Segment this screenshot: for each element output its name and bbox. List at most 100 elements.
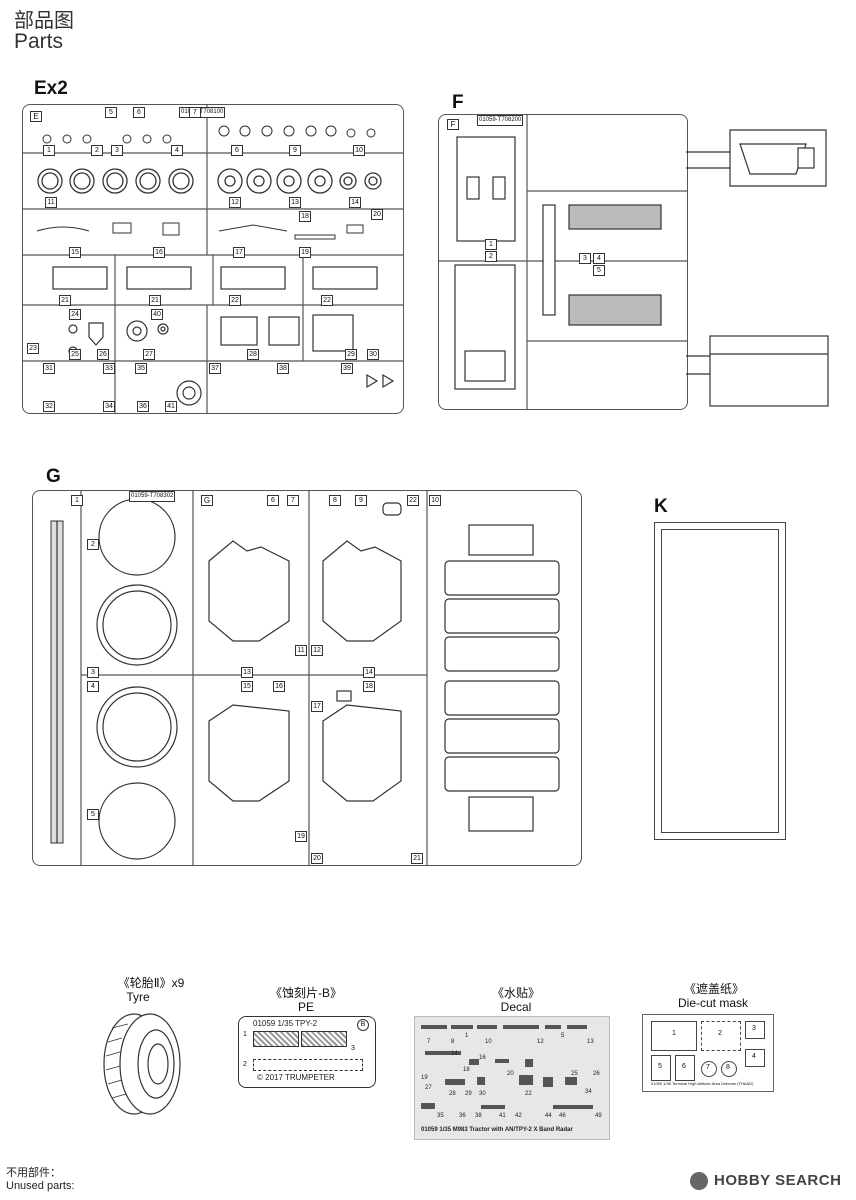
mask-piece-8: 8 (721, 1061, 737, 1077)
part-number: 17 (233, 247, 245, 258)
pe-mesh-2 (301, 1031, 347, 1047)
pe-num-3: 3 (351, 1045, 355, 1052)
pe-strip (253, 1059, 363, 1071)
part-number: 3 (87, 667, 99, 678)
part-number: 4 (593, 253, 605, 264)
decal-number: 18 (463, 1067, 470, 1073)
pe-num-1: 1 (243, 1031, 247, 1038)
sprue-f-corner: F (447, 119, 459, 130)
part-number: 6 (231, 145, 243, 156)
mask-caption: 01059 1/35 Terminal High Altitude Area D… (651, 1081, 754, 1086)
part-number: 23 (27, 343, 39, 354)
part-number: 22 (321, 295, 333, 306)
sprue-ex2-code: 01059-T708100 (179, 107, 226, 118)
part-number: 41 (165, 401, 177, 412)
sprue-ex2: E 01059-T708100 1 2 3 4 5 6 7 9 10 6 11 … (22, 104, 404, 414)
part-number: 11 (295, 645, 307, 656)
mask-num: 7 (706, 1064, 710, 1071)
part-number: 5 (87, 809, 99, 820)
mask-num: 3 (752, 1025, 756, 1032)
sprue-ex2-runners (23, 105, 403, 413)
pe-mesh-1 (253, 1031, 299, 1047)
sprue-f-large-parts (686, 129, 829, 407)
decal-sheet: 1 5 7 8 10 12 13 14 16 18 19 20 22 25 26… (414, 1016, 610, 1140)
decal-number: 10 (485, 1039, 492, 1045)
part-number: 11 (45, 197, 57, 208)
part-number: 6 (133, 107, 145, 118)
mask-piece-5: 5 (651, 1055, 671, 1081)
part-number: 38 (277, 363, 289, 374)
part-number: 21 (149, 295, 161, 306)
mask-label-cn: 《遮盖纸》 (683, 982, 744, 996)
mask-sheet: 1 2 3 4 5 6 7 8 01059 1/35 Terminal High… (642, 1014, 774, 1092)
decal-caption: 01059 1/35 M983 Tractor with AN/TPY-2 X … (421, 1127, 573, 1133)
sprue-ex2-corner: E (30, 111, 42, 122)
mask-piece-3: 3 (745, 1021, 765, 1039)
page-title-en: Parts (14, 30, 64, 53)
sprue-g-corner: G (201, 495, 213, 506)
part-number: 5 (593, 265, 605, 276)
decal-number: 42 (515, 1113, 522, 1119)
part-number: 19 (299, 247, 311, 258)
part-number: 35 (135, 363, 147, 374)
mask-num: 4 (752, 1053, 756, 1060)
decal-number: 46 (559, 1113, 566, 1119)
part-number: 21 (59, 295, 71, 306)
part-number: 4 (87, 681, 99, 692)
part-number: 13 (241, 667, 253, 678)
decal-number: 25 (571, 1071, 578, 1077)
part-number: 8 (329, 495, 341, 506)
decal-number: 1 (465, 1033, 469, 1039)
part-number: 10 (429, 495, 441, 506)
decal-number: 38 (475, 1113, 482, 1119)
decal-number: 27 (425, 1085, 432, 1091)
decal-number: 12 (537, 1039, 544, 1045)
part-number: 6 (267, 495, 279, 506)
part-number: 18 (299, 211, 311, 222)
decal-number: 20 (507, 1071, 514, 1077)
part-number: 9 (289, 145, 301, 156)
part-number: 3 (579, 253, 591, 264)
pe-label-en: PE (297, 1000, 314, 1014)
tyre-illustration (103, 1013, 181, 1115)
part-number: 27 (143, 349, 155, 360)
part-number: 37 (209, 363, 221, 374)
sprue-k-frame (654, 522, 786, 840)
part-number: 14 (363, 667, 375, 678)
part-number: 2 (91, 145, 103, 156)
mask-piece-2: 2 (701, 1021, 741, 1051)
part-number: 32 (43, 401, 55, 412)
mask-label-en: Die-cut mask (677, 996, 748, 1010)
tyre-label-en: Tyre (126, 990, 150, 1004)
sprue-k-label: K (654, 496, 668, 517)
part-number: 39 (341, 363, 353, 374)
part-number: 34 (103, 401, 115, 412)
mask-piece-4: 4 (745, 1049, 765, 1067)
pe-label-cn: 《蚀刻片-B》 (269, 986, 342, 1000)
unused-parts-label-cn: 不用部件： (6, 1167, 61, 1179)
part-number: 30 (367, 349, 379, 360)
pe-fret-copyright: © 2017 TRUMPETER (257, 1073, 335, 1082)
sprue-g: 1 2 3 4 5 01059-T708302 G 6 7 8 9 10 11 … (32, 490, 582, 866)
mask-piece-7: 7 (701, 1061, 717, 1077)
decal-number: 30 (479, 1091, 486, 1097)
page-title-cn: 部品图 (14, 10, 74, 32)
sprue-ex2-label: Ex2 (34, 78, 68, 99)
decal-number: 29 (465, 1091, 472, 1097)
decal-number: 41 (499, 1113, 506, 1119)
sprue-g-label: G (46, 466, 61, 487)
part-number: 20 (371, 209, 383, 220)
decal-number: 13 (587, 1039, 594, 1045)
decal-number: 26 (593, 1071, 600, 1077)
tyre-label-cn: 《轮胎Ⅱ》x9 (117, 976, 185, 990)
sprue-g-code: 01059-T708302 (129, 491, 176, 502)
part-number: 16 (153, 247, 165, 258)
part-number: 22 (229, 295, 241, 306)
part-number: 36 (137, 401, 149, 412)
part-number: 31 (43, 363, 55, 374)
decal-number: 49 (595, 1113, 602, 1119)
part-number: 1 (71, 495, 83, 506)
part-number: 12 (229, 197, 241, 208)
part-number: 33 (103, 363, 115, 374)
pe-badge: B (357, 1019, 369, 1031)
